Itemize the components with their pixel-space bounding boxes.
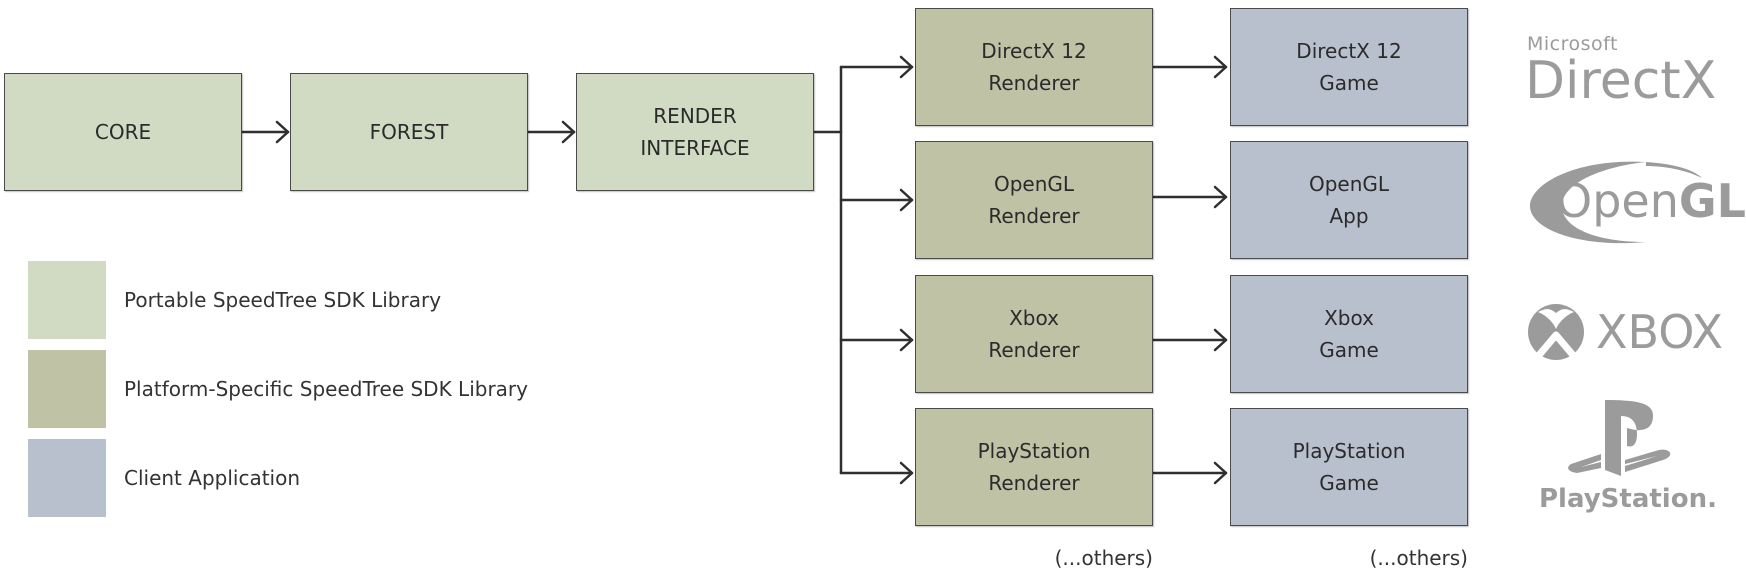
core-label: CORE bbox=[94, 120, 152, 144]
forest-label: FOREST bbox=[369, 120, 449, 144]
directx-logo-microsoft: Microsoft bbox=[1527, 33, 1618, 55]
legend-swatch-platform bbox=[28, 350, 106, 428]
opengl-logo-open: Open bbox=[1556, 174, 1679, 228]
opengl-swoosh-icon bbox=[1530, 161, 1702, 244]
forest-box: FOREST bbox=[290, 73, 528, 191]
xbox-logo: XBOX bbox=[1526, 302, 1746, 362]
directx-renderer-label: DirectX 12 Renderer bbox=[981, 39, 1087, 95]
opengl-client-label: OpenGL App bbox=[1308, 172, 1390, 228]
arrowhead-branch-directx bbox=[899, 55, 914, 79]
playstation-renderer-label: PlayStation Renderer bbox=[977, 439, 1091, 495]
arrowhead-playstation-client bbox=[1213, 461, 1228, 485]
legend-swatch-client bbox=[28, 439, 106, 517]
others-renderer-note: (...others) bbox=[1054, 546, 1153, 570]
playstation-symbol-icon bbox=[1568, 400, 1671, 476]
directx-logo-text: DirectX bbox=[1525, 51, 1717, 111]
render-interface-box: RENDER INTERFACE bbox=[576, 73, 814, 191]
arrowhead-directx-client bbox=[1213, 55, 1228, 79]
xbox-renderer-label: Xbox Renderer bbox=[988, 306, 1080, 362]
xbox-logo-text: XBOX bbox=[1596, 305, 1724, 359]
arrowhead-branch-opengl bbox=[899, 188, 914, 212]
directx-logo: Microsoft DirectX bbox=[1525, 33, 1737, 111]
opengl-renderer-label: OpenGL Renderer bbox=[988, 172, 1080, 228]
core-box: CORE bbox=[4, 73, 242, 191]
arrowhead-branch-xbox bbox=[899, 328, 914, 352]
arrowhead-forest-render bbox=[561, 120, 576, 144]
arrowhead-opengl-client bbox=[1213, 185, 1228, 209]
arrowhead-core-forest bbox=[275, 120, 290, 144]
xbox-client-box: Xbox Game bbox=[1230, 275, 1468, 393]
xbox-sphere-icon bbox=[1528, 304, 1584, 360]
playstation-logo-text: PlayStation. bbox=[1539, 484, 1717, 514]
render-interface-label: RENDER INTERFACE bbox=[640, 104, 750, 160]
playstation-client-box: PlayStation Game bbox=[1230, 408, 1468, 526]
legend-label-platform: Platform-Specific SpeedTree SDK Library bbox=[124, 377, 528, 401]
opengl-logo: OpenGL bbox=[1526, 156, 1746, 248]
directx-client-box: DirectX 12 Game bbox=[1230, 8, 1468, 126]
directx-renderer-box: DirectX 12 Renderer bbox=[915, 8, 1153, 126]
arrowhead-xbox-client bbox=[1213, 328, 1228, 352]
opengl-client-box: OpenGL App bbox=[1230, 141, 1468, 259]
opengl-renderer-box: OpenGL Renderer bbox=[915, 141, 1153, 259]
xbox-renderer-box: Xbox Renderer bbox=[915, 275, 1153, 393]
arrowhead-branch-playstation bbox=[899, 461, 914, 485]
legend-swatch-portable bbox=[28, 261, 106, 339]
playstation-renderer-box: PlayStation Renderer bbox=[915, 408, 1153, 526]
legend-label-client: Client Application bbox=[124, 466, 301, 490]
xbox-client-label: Xbox Game bbox=[1319, 306, 1379, 362]
others-client-note: (...others) bbox=[1369, 546, 1468, 570]
playstation-logo: PlayStation. bbox=[1535, 398, 1717, 523]
opengl-logo-gl: GL bbox=[1678, 174, 1746, 228]
playstation-client-label: PlayStation Game bbox=[1292, 439, 1406, 495]
legend-label-portable: Portable SpeedTree SDK Library bbox=[124, 288, 442, 312]
directx-client-label: DirectX 12 Game bbox=[1296, 39, 1402, 95]
